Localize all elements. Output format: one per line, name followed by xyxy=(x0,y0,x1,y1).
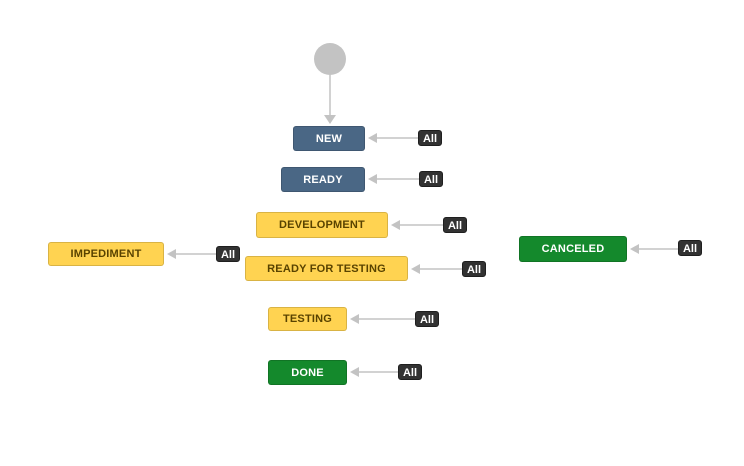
transition-badge-ready[interactable]: All xyxy=(419,171,443,187)
transition-badge-development[interactable]: All xyxy=(443,217,467,233)
transition-badge-testing[interactable]: All xyxy=(415,311,439,327)
status-node-done[interactable]: DONE xyxy=(268,360,347,385)
status-node-ready[interactable]: READY xyxy=(281,167,365,192)
status-node-testing[interactable]: TESTING xyxy=(268,307,347,331)
arrow-down-icon xyxy=(324,115,336,124)
transition-line xyxy=(639,248,678,250)
transition-badge-impediment[interactable]: All xyxy=(216,246,240,262)
transition-badge-ready-for-testing[interactable]: All xyxy=(462,261,486,277)
transition-line xyxy=(420,268,462,270)
arrow-left-icon xyxy=(368,133,377,143)
transition-line xyxy=(377,137,418,139)
transition-line xyxy=(400,224,443,226)
transition-badge-canceled[interactable]: All xyxy=(678,240,702,256)
transition-line xyxy=(377,178,419,180)
status-node-ready-for-testing[interactable]: READY FOR TESTING xyxy=(245,256,408,281)
arrow-left-icon xyxy=(630,244,639,254)
status-node-development[interactable]: DEVELOPMENT xyxy=(256,212,388,238)
arrow-left-icon xyxy=(167,249,176,259)
arrow-left-icon xyxy=(368,174,377,184)
arrow-left-icon xyxy=(350,367,359,377)
transition-line xyxy=(359,371,398,373)
status-node-canceled[interactable]: CANCELED xyxy=(519,236,627,262)
transition-line xyxy=(359,318,415,320)
arrow-left-icon xyxy=(350,314,359,324)
transition-badge-new[interactable]: All xyxy=(418,130,442,146)
start-node[interactable] xyxy=(314,43,346,75)
transition-line xyxy=(176,253,216,255)
transition-badge-done[interactable]: All xyxy=(398,364,422,380)
status-node-new[interactable]: NEW xyxy=(293,126,365,151)
arrow-left-icon xyxy=(411,264,420,274)
status-node-impediment[interactable]: IMPEDIMENT xyxy=(48,242,164,266)
start-transition-line xyxy=(329,75,331,116)
arrow-left-icon xyxy=(391,220,400,230)
